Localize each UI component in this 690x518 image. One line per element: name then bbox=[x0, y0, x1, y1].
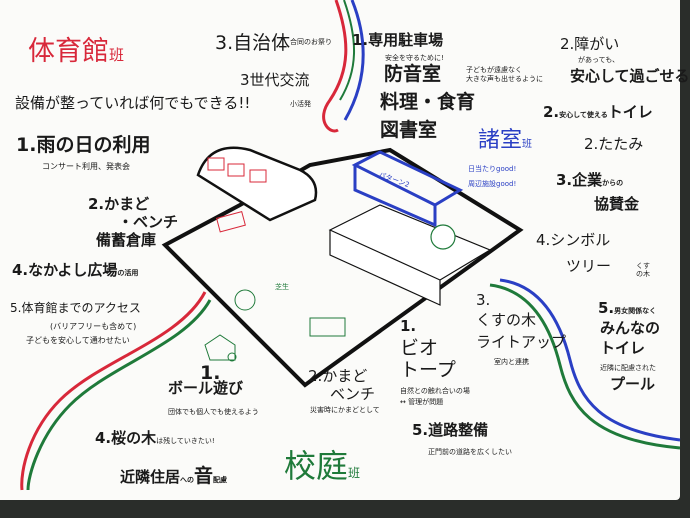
rooms-item2c-label: 2.たたみ bbox=[584, 135, 644, 153]
rooms-item4-l2: ツリー bbox=[566, 257, 612, 275]
rooms-item2a-label: 2.障がい bbox=[560, 35, 620, 53]
yard-kusu-note: 室内と連携 bbox=[494, 358, 529, 366]
yard-bio-num: 1. bbox=[400, 317, 417, 335]
yard-team-title: 校庭班 bbox=[284, 448, 360, 485]
rooms-item1-label: 1.専用駐車場 bbox=[352, 31, 444, 49]
yard-kusu-l1: くすの木 bbox=[476, 311, 537, 329]
yard-kusu-l2: ライトアップ bbox=[476, 333, 567, 351]
yard-kusu-num: 3. bbox=[476, 291, 491, 309]
yard-bio-l2: トープ bbox=[400, 359, 456, 381]
gym-item5-note2: 子どもを安心して通わせたい bbox=[26, 336, 130, 345]
item3-small: からの bbox=[602, 179, 624, 187]
gym-item2-label2: ・ベンチ bbox=[118, 213, 179, 231]
item2b-small: 安心して使える bbox=[559, 111, 608, 119]
noise-label2: 音 bbox=[194, 465, 214, 487]
lawn-label: 芝生 bbox=[275, 283, 289, 291]
gym-item1-label: 1.雨の日の利用 bbox=[16, 134, 151, 156]
gym-item5-label: 5.体育館までのアクセス bbox=[10, 301, 141, 315]
gym-summary: 設備が整っていれば何でもできる!! bbox=[15, 94, 251, 112]
gym-item2-label: 2.かまど bbox=[88, 195, 150, 213]
ball-icon bbox=[227, 352, 237, 362]
yard-ball-num: 1. bbox=[200, 362, 221, 384]
noise-label: 近隣住居 bbox=[120, 468, 181, 486]
item3-label: 3.企業 bbox=[556, 171, 603, 189]
yard-ball-note: 団体でも個人でも使えるよう bbox=[168, 408, 259, 416]
rooms-item1-l2: 防音室 bbox=[384, 63, 442, 85]
yard-bench-note: 災害時にかまどとして bbox=[310, 406, 380, 414]
rooms-item5-note: 近隣に配慮された bbox=[600, 364, 656, 372]
rooms-title-text: 諸室 bbox=[478, 128, 523, 153]
storage-shed bbox=[215, 211, 246, 233]
sakura-label: 4.桜の木 bbox=[95, 429, 157, 447]
rooms-item3: 3.企業からの bbox=[556, 171, 624, 189]
gym-item4-label: 4.なかよし広場の活用 bbox=[12, 261, 139, 279]
yard-road-note: 正門前の道路を広くしたい bbox=[428, 448, 512, 456]
gym-title-suffix: 班 bbox=[109, 46, 125, 64]
noise-small: への bbox=[180, 476, 195, 484]
rooms-item1-note2a: 子どもが遠慮なく bbox=[466, 66, 522, 74]
pattern2-building bbox=[351, 150, 464, 228]
item2b-num: 2. bbox=[543, 103, 560, 121]
rooms-note-sun: 日当たりgood! bbox=[468, 165, 517, 173]
yard-bio-note2: ↔ 管理が問題 bbox=[400, 398, 444, 406]
gym-title-text: 体育館 bbox=[28, 36, 109, 67]
rooms-item3-l2: 協賛金 bbox=[594, 195, 640, 213]
gym-yard-boundary-red bbox=[20, 291, 207, 491]
gymnasium-building bbox=[196, 146, 318, 222]
rooms-item2b: 2.安心して使えるトイレ bbox=[543, 103, 653, 121]
yard-boundary-green bbox=[26, 299, 212, 491]
rooms-item1-l3: 料理・食育 bbox=[380, 91, 476, 113]
gym-team-title: 体育館班 bbox=[28, 36, 124, 67]
rooms-item5: 5.男女関係なく bbox=[598, 299, 657, 317]
rooms-item4-small: くすの木 bbox=[636, 262, 650, 279]
gym-item3-label: 3.自治体 bbox=[215, 32, 291, 54]
gym-item1-note: コンサート利用、発表会 bbox=[42, 162, 130, 171]
yard-title-text: 校庭 bbox=[284, 447, 349, 485]
yard-sketches bbox=[204, 289, 346, 361]
rooms-item5-l4: プール bbox=[610, 375, 656, 393]
yard-boundary-green-right bbox=[489, 283, 681, 450]
rooms-item5-l2: みんなの bbox=[600, 319, 661, 337]
rooms-note-facilities: 周辺施設good! bbox=[468, 180, 517, 188]
rooms-item4-label: 4.シンボル bbox=[536, 231, 611, 249]
item2b-label: トイレ bbox=[607, 103, 653, 121]
yard-sakura: 4.桜の木は残していきたい! bbox=[95, 429, 215, 447]
yard-title-suffix: 班 bbox=[348, 466, 361, 480]
rooms-item1-note2b: 大きな声も出せるように bbox=[466, 75, 543, 83]
rooms-item2a-l2: 安心して過ごせる bbox=[570, 67, 690, 85]
rooms-item5-l3: トイレ bbox=[600, 339, 646, 357]
yard-bench-label: 2.かまど bbox=[308, 367, 368, 385]
yard-bio-l1: ビオ bbox=[400, 337, 439, 359]
gym-item4-small: の活用 bbox=[117, 269, 139, 277]
rooms-item2a-note: があっても、 bbox=[578, 56, 620, 64]
rooms-item1-note: 安全を守るために! bbox=[385, 54, 444, 62]
camphor-tree-icon bbox=[430, 224, 456, 250]
gym-boundary-red bbox=[322, 0, 348, 133]
yard-bio-note1: 自然との触れ合いの場 bbox=[400, 387, 470, 395]
gym-item3-label2: 3世代交流 bbox=[240, 71, 310, 89]
yard-road-label: 5.道路整備 bbox=[412, 421, 489, 439]
yard-noise: 近隣住居への音配慮 bbox=[120, 465, 228, 488]
gym-item3-note: 小活発 bbox=[290, 100, 311, 108]
gym-item4-text: 4.なかよし広場 bbox=[12, 261, 118, 279]
item5-small: 男女関係なく bbox=[614, 307, 657, 315]
gym-item2-label3: 備蓄倉庫 bbox=[96, 231, 157, 249]
yard-ball-label: ボール遊び bbox=[168, 379, 244, 397]
rooms-title-suffix: 班 bbox=[522, 139, 533, 150]
rooms-item1-l4: 図書室 bbox=[380, 119, 438, 141]
yard-bench-l2: ベンチ bbox=[330, 385, 376, 403]
noise-small2: 配慮 bbox=[213, 476, 228, 484]
gym-item5-note1: (バリアフリーも含めて) bbox=[50, 322, 137, 331]
boundary-green-top bbox=[339, 0, 356, 101]
rooms-boundary-blue bbox=[343, 0, 365, 121]
sakura-note: は残していきたい! bbox=[156, 437, 215, 445]
rooms-yard-boundary-blue bbox=[499, 278, 681, 442]
item5-num: 5. bbox=[598, 299, 615, 317]
school-building bbox=[328, 204, 492, 306]
rooms-team-title: 諸室班 bbox=[478, 128, 532, 153]
site-outline bbox=[161, 147, 524, 388]
gym-item3-small: 合同のお祭り bbox=[290, 38, 332, 46]
